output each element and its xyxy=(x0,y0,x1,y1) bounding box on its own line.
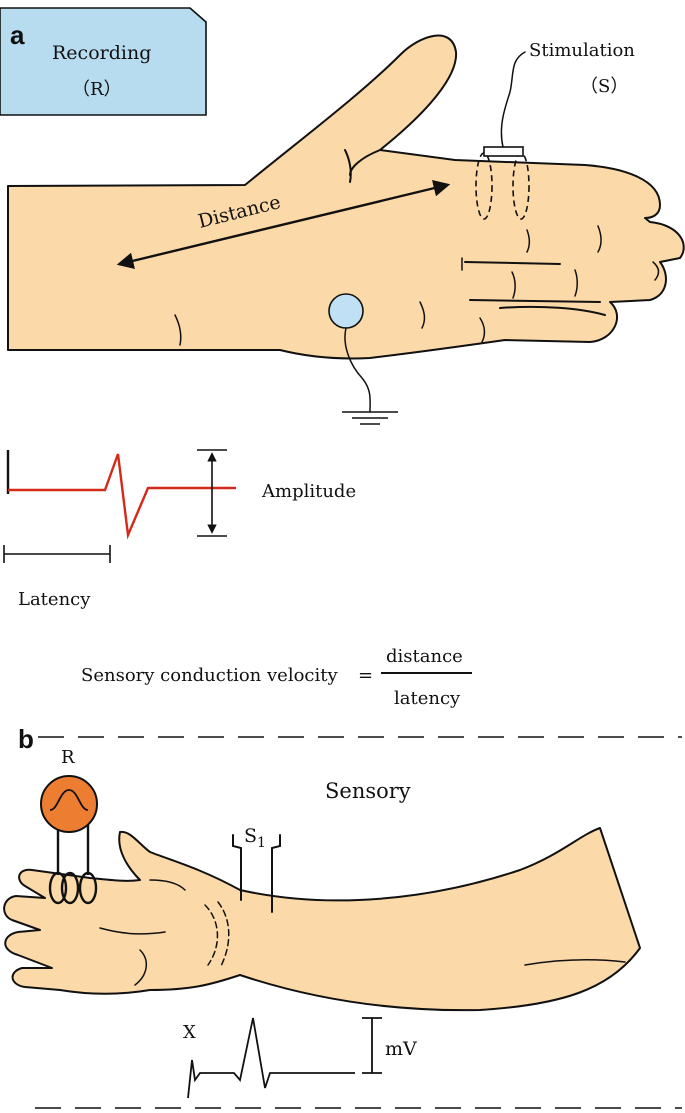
recording-abbrev: （R） xyxy=(72,79,122,100)
recording-box xyxy=(0,7,207,116)
arm-b-illustration xyxy=(3,827,641,1012)
sensory-waveform-b xyxy=(187,1017,382,1099)
stimulator-s1 xyxy=(232,834,281,913)
sensory-title: Sensory xyxy=(325,779,411,803)
recording-label: Recording xyxy=(52,42,151,64)
stim-label-b: S1 xyxy=(244,825,266,851)
formula-numerator: distance xyxy=(386,646,463,667)
x-marker-label: X xyxy=(183,1022,196,1043)
ground-electrode xyxy=(328,293,398,425)
stimulation-abbrev: （S） xyxy=(580,76,628,97)
stimulation-label: Stimulation xyxy=(529,40,635,61)
recording-label-b: R xyxy=(61,747,75,768)
recording-electrode-b xyxy=(40,775,98,833)
panel-b: b R Sensory xyxy=(3,724,682,1109)
panel-a-label: a xyxy=(10,20,25,50)
waveform-trace-b xyxy=(187,1017,355,1099)
formula-denominator: latency xyxy=(394,688,461,709)
latency-label: Latency xyxy=(18,589,91,610)
panel-b-label: b xyxy=(18,724,34,754)
unit-label: mV xyxy=(385,1038,417,1060)
distance-arrow xyxy=(116,179,451,270)
amplitude-label: Amplitude xyxy=(261,481,356,502)
sensory-waveform-a xyxy=(3,449,236,563)
panel-a: a Recording （R） Stimulation （S） Distance… xyxy=(0,7,685,709)
velocity-formula: Sensory conduction velocity = distance l… xyxy=(81,646,472,709)
formula-lhs: Sensory conduction velocity xyxy=(81,665,338,686)
formula-equals: = xyxy=(358,665,373,686)
waveform-trace xyxy=(8,453,236,540)
waveform-icon xyxy=(49,789,89,811)
ground-electrode-disc xyxy=(328,293,364,329)
